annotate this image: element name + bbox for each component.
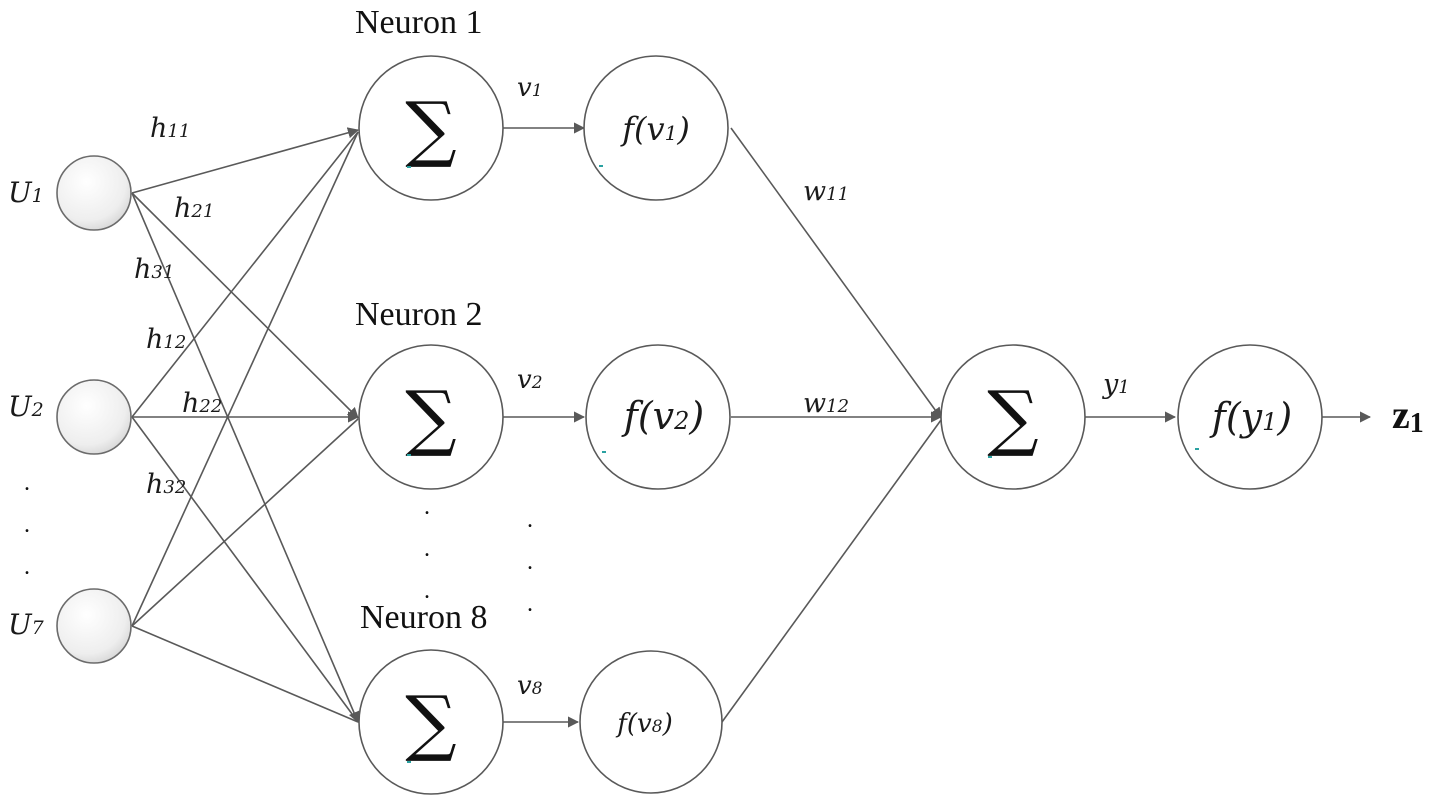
output-activation-node: f(y1) bbox=[1177, 344, 1323, 490]
hidden-output-v8: v8 bbox=[517, 671, 543, 701]
sum-node-1: ∑ bbox=[358, 55, 504, 201]
output-sum-node: ∑ bbox=[940, 344, 1086, 490]
weight-h12: h12 bbox=[146, 324, 186, 355]
input-node-1 bbox=[56, 155, 132, 231]
sum-node-2: ∑ bbox=[358, 344, 504, 490]
input-ellipsis: . . . bbox=[24, 470, 30, 580]
weight-h22: h22 bbox=[182, 388, 222, 419]
input-connections bbox=[131, 127, 360, 724]
svg-text:.: . bbox=[24, 512, 30, 538]
activation-node-2: f(v2) bbox=[585, 344, 731, 490]
hidden-output-v2: v2 bbox=[517, 365, 543, 395]
hidden-ellipsis: . . . . . . bbox=[424, 494, 533, 617]
weight-w12: w12 bbox=[803, 388, 849, 419]
weight-w11: w11 bbox=[803, 176, 849, 207]
weight-h32: h32 bbox=[146, 469, 186, 500]
weight-h21: h21 bbox=[174, 193, 214, 224]
svg-text:f(v8): f(v8) bbox=[615, 709, 672, 739]
svg-text:.: . bbox=[424, 494, 430, 520]
hidden-arrows bbox=[503, 122, 586, 728]
input-label-2: U2 bbox=[8, 390, 44, 423]
sum-symbol: ∑ bbox=[987, 375, 1038, 459]
input-node-2 bbox=[56, 379, 132, 455]
neuron-title-2: Neuron 2 bbox=[355, 296, 482, 333]
hidden-output-v1: v1 bbox=[517, 73, 543, 103]
sum-symbol: ∑ bbox=[405, 680, 456, 764]
sum-symbol: ∑ bbox=[405, 375, 456, 459]
output-connections bbox=[721, 127, 943, 723]
svg-text:.: . bbox=[527, 549, 533, 575]
svg-text:f(v2): f(v2) bbox=[621, 394, 704, 438]
output-sum-y1: y1 bbox=[1102, 369, 1130, 400]
svg-text:f(v1): f(v1) bbox=[620, 110, 690, 148]
sum-node-8: ∑ bbox=[358, 649, 504, 795]
input-label-1: U1 bbox=[8, 176, 44, 209]
activation-node-1: f(v1) bbox=[583, 55, 729, 201]
input-weight-labels: h11 h21 h31 h12 h22 h32 bbox=[134, 113, 222, 500]
input-label-7: U7 bbox=[8, 608, 45, 641]
weight-h31: h31 bbox=[134, 254, 174, 285]
svg-text:f(y1): f(y1) bbox=[1209, 395, 1292, 439]
neuron-title-8: Neuron 8 bbox=[360, 599, 487, 636]
svg-text:.: . bbox=[24, 470, 30, 496]
weight-h11: h11 bbox=[150, 113, 190, 144]
svg-text:.: . bbox=[527, 591, 533, 617]
activation-node-8: f(v8) bbox=[579, 650, 723, 794]
final-output-z1: z1 bbox=[1392, 392, 1424, 439]
input-node-7 bbox=[56, 588, 132, 664]
neuron-title-1: Neuron 1 bbox=[355, 4, 482, 41]
svg-text:.: . bbox=[527, 507, 533, 533]
svg-text:.: . bbox=[424, 536, 430, 562]
input-nodes bbox=[56, 155, 132, 664]
svg-text:.: . bbox=[24, 554, 30, 580]
sum-symbol: ∑ bbox=[405, 86, 456, 170]
svg-text:.: . bbox=[424, 578, 430, 604]
